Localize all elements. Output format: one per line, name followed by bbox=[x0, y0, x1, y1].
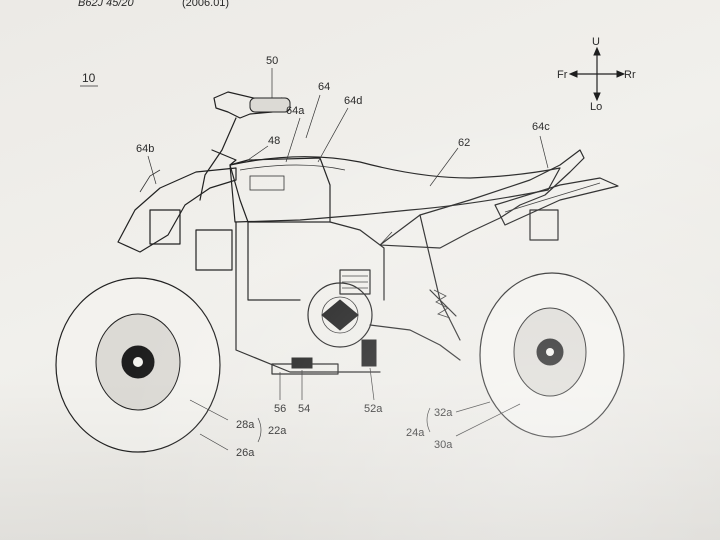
compass-rear-label: Rr bbox=[624, 69, 636, 81]
leader-30a bbox=[455, 403, 521, 437]
compass-front-label: Fr bbox=[557, 69, 568, 81]
steering-column bbox=[199, 117, 237, 201]
front-suspension-block bbox=[149, 209, 181, 245]
front-fender-outline bbox=[117, 167, 237, 253]
rack-rail bbox=[504, 182, 601, 213]
leader-lines bbox=[147, 68, 549, 451]
compass-rear-arrow-icon bbox=[616, 70, 626, 78]
label-64a: 64a bbox=[286, 105, 305, 117]
brace-22a bbox=[257, 417, 262, 443]
center-frame-tube bbox=[329, 221, 385, 301]
shift-linkage bbox=[361, 339, 377, 367]
compass-front-arrow-icon bbox=[568, 70, 578, 78]
reference-numerals: 50 64 64a 64d 48 64b 62 64c 56 54 52a 28… bbox=[136, 55, 550, 459]
label-28a: 28a bbox=[236, 419, 255, 431]
compass-down-arrow-icon bbox=[593, 92, 601, 102]
rear-frame-link bbox=[379, 231, 393, 246]
label-54: 54 bbox=[298, 403, 310, 415]
header-classification: B62J 45/20 bbox=[78, 0, 135, 9]
leader-64a bbox=[285, 117, 301, 163]
label-64c: 64c bbox=[532, 121, 550, 133]
label-52a: 52a bbox=[364, 403, 383, 415]
rear-shock-absorber bbox=[429, 289, 457, 317]
compass-up-label: U bbox=[592, 36, 600, 48]
label-48: 48 bbox=[268, 135, 280, 147]
fuel-tank-panel bbox=[249, 175, 285, 191]
seat-seam bbox=[239, 164, 346, 171]
label-56: 56 bbox=[274, 403, 286, 415]
leader-64c bbox=[539, 135, 549, 169]
leader-64d bbox=[317, 107, 349, 163]
brake-pedal bbox=[291, 357, 313, 369]
brace-24a bbox=[426, 407, 431, 433]
compass-up-arrow-icon bbox=[593, 46, 601, 56]
fuel-tank-outline bbox=[229, 157, 331, 223]
rear-shock-mount bbox=[419, 214, 461, 341]
engine-cylinder bbox=[339, 269, 371, 295]
label-32a: 32a bbox=[434, 407, 453, 419]
engine-logo-mark bbox=[321, 299, 359, 331]
cylinder-fins bbox=[342, 275, 368, 289]
label-64b: 64b bbox=[136, 143, 154, 155]
label-50: 50 bbox=[266, 55, 278, 67]
leader-52a bbox=[369, 367, 375, 401]
leader-62 bbox=[429, 147, 459, 187]
front-axle-nut bbox=[133, 357, 143, 367]
rear-axle-nut bbox=[546, 348, 554, 356]
label-30a: 30a bbox=[434, 439, 453, 451]
label-64d: 64d bbox=[344, 95, 362, 107]
figure-ref-numeral: 10 bbox=[82, 71, 96, 85]
leader-28a bbox=[189, 399, 229, 421]
rear-taillight-box bbox=[529, 209, 559, 241]
direction-compass: U Lo Fr Rr bbox=[557, 36, 636, 113]
leader-32a bbox=[455, 401, 491, 413]
leader-64 bbox=[305, 94, 321, 139]
shock-spring-coil bbox=[433, 289, 451, 319]
label-62: 62 bbox=[458, 137, 470, 149]
rear-carrier-rack bbox=[494, 177, 619, 226]
handlebar-grip bbox=[249, 97, 291, 113]
exhaust-pipe bbox=[369, 324, 461, 361]
label-22a: 22a bbox=[268, 425, 287, 437]
front-headlight-edge bbox=[139, 169, 161, 193]
leader-64b bbox=[147, 155, 157, 185]
compass-down-label: Lo bbox=[590, 101, 602, 113]
lower-frame-tube bbox=[235, 221, 381, 373]
label-64: 64 bbox=[318, 81, 330, 93]
header-date-code: (2006.01) bbox=[182, 0, 229, 9]
seat-outline bbox=[229, 156, 561, 223]
inner-frame-tube bbox=[247, 221, 301, 301]
steering-brace bbox=[211, 149, 237, 166]
leader-48 bbox=[247, 145, 269, 161]
label-24a: 24a bbox=[406, 427, 425, 439]
label-26a: 26a bbox=[236, 447, 255, 459]
leader-26a bbox=[199, 433, 229, 451]
rear-shock-spring bbox=[433, 289, 451, 319]
front-battery-box bbox=[195, 229, 233, 271]
rear-fender-outline bbox=[379, 149, 585, 249]
